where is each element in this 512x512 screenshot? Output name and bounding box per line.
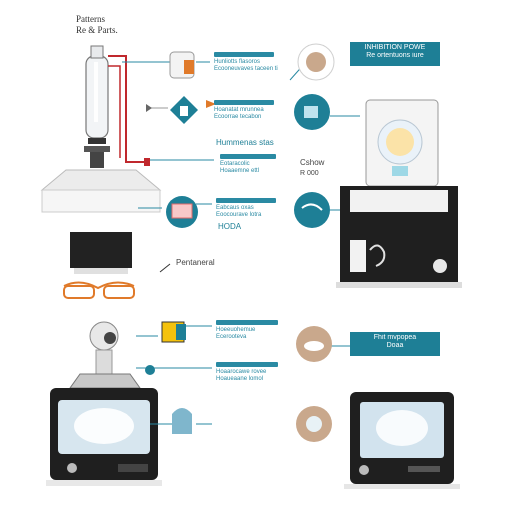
callout-line-1: Hunliotts flasoros xyxy=(214,59,261,65)
callout-line-1: Hoaarocawe rovee xyxy=(216,369,267,375)
yellow-box-icon xyxy=(161,321,186,343)
label-hoda: HODA xyxy=(218,222,242,231)
callout-line-1: Hoanatat mrunnea xyxy=(214,107,264,113)
hand-icon xyxy=(172,408,192,434)
callout-line-2: Ecerooteva xyxy=(216,334,247,340)
callout-bar xyxy=(220,154,276,159)
middle-right-box: Fhit mvpopea Doaa xyxy=(350,332,440,356)
page-title: Patterns Re & Parts. xyxy=(76,14,118,36)
camera-head-icon xyxy=(69,321,141,389)
box-line-1: Fhit mvpopea xyxy=(373,334,417,341)
callout-bar xyxy=(216,362,278,367)
cup-icon xyxy=(169,51,195,79)
label-pentaneral: Pentaneral xyxy=(176,258,215,267)
callout-bar xyxy=(216,320,278,325)
callout-bar xyxy=(214,52,274,57)
top-right-box: INHIBITION POWE Re ortentuons iure xyxy=(350,42,440,66)
appliance-right-bottom xyxy=(344,392,460,489)
callout-line-1: Eabcaus oxas xyxy=(216,205,254,211)
callout-1: Hunliotts flasoros Ecooneuvaves taceen t… xyxy=(214,52,278,73)
appliance-left xyxy=(46,388,162,486)
callout-line-2: Ecooneuvaves taceen ti xyxy=(214,66,278,72)
title-line-2: Re & Parts. xyxy=(76,25,118,35)
callout-bar xyxy=(216,198,276,203)
callout-line-2: Hoaueaane lomol xyxy=(216,376,264,382)
callout-4: Eabcaus oxas Eoocourave lotra xyxy=(216,198,276,219)
orange-frame-icon xyxy=(63,281,135,299)
bowl-icon xyxy=(166,196,198,228)
callout-line-2: Eoocourave lotra xyxy=(216,212,262,218)
callout-2: Hoanatat mrunnea Ecoorrae tecabon xyxy=(214,100,274,121)
title-line-1: Patterns xyxy=(76,14,105,24)
callout-line-1: Hoeeuohemue xyxy=(216,327,256,333)
spoon-icon xyxy=(170,96,198,124)
bottle-icon xyxy=(84,45,110,168)
label-mid-1: Hummenas stas xyxy=(216,138,274,147)
callout-line-1: Eotaracolic xyxy=(220,161,250,167)
label-rub: R 000 xyxy=(300,170,319,177)
box-line-2: Doaa xyxy=(386,342,404,349)
label-cshow: Cshow xyxy=(300,158,325,167)
box-line-2: Re ortentuons iure xyxy=(366,52,424,59)
callout-bar xyxy=(214,100,274,105)
gear-icon xyxy=(145,365,155,375)
callout-6: Hoaarocawe rovee Hoaueaane lomol xyxy=(216,362,278,383)
callout-line-2: Ecoorrae tecabon xyxy=(214,114,262,120)
callout-5: Hoeeuohemue Ecerooteva xyxy=(216,320,278,341)
box-line-1: INHIBITION POWE xyxy=(364,44,426,51)
callout-3: Eotaracolic Hoaaemne ettl xyxy=(220,154,276,175)
appliance-right-top xyxy=(336,99,462,288)
callout-line-2: Hoaaemne ettl xyxy=(220,168,260,174)
